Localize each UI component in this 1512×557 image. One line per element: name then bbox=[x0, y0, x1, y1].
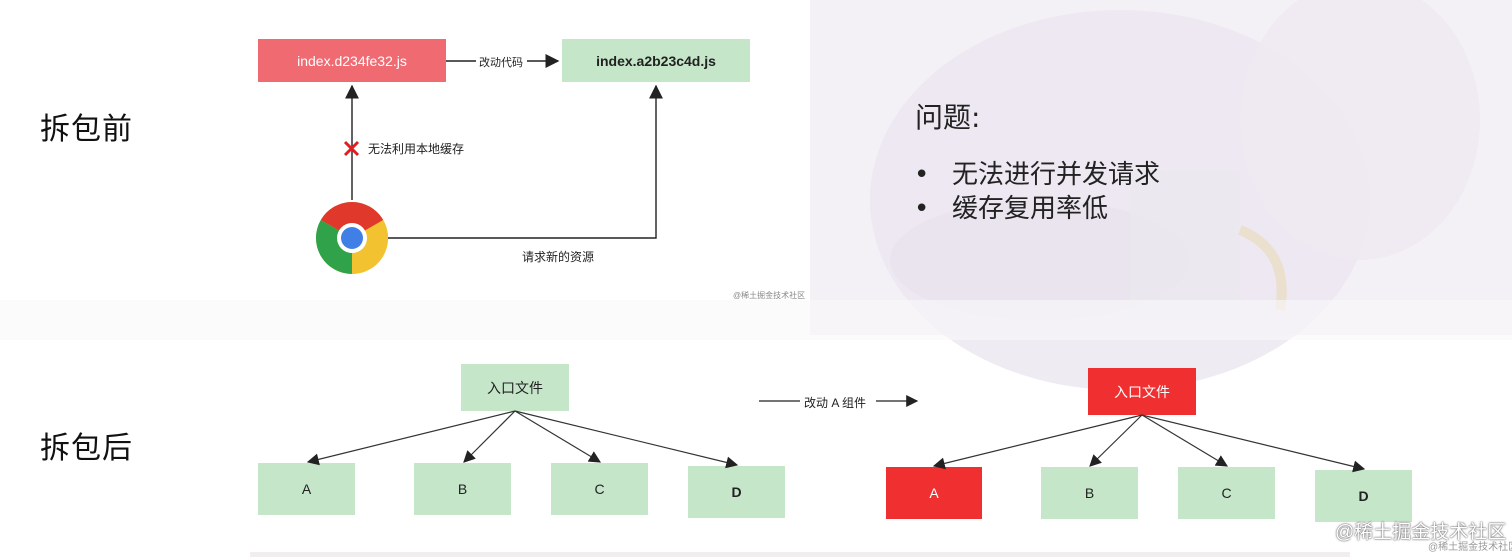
bullet-icon: • bbox=[914, 194, 930, 224]
left-child-b: B bbox=[414, 463, 511, 515]
right-child-b-label: B bbox=[1084, 485, 1095, 501]
left-child-c-label: C bbox=[594, 481, 605, 497]
problem-item-text: 缓存复用率低 bbox=[952, 194, 1109, 224]
chrome-icon bbox=[315, 201, 389, 274]
right-edge-a bbox=[932, 414, 1143, 470]
left-entry-label: 入口文件 bbox=[487, 379, 543, 396]
problems-title: 问题: bbox=[915, 101, 981, 134]
problem-item-2: • 缓存复用率低 bbox=[914, 188, 1108, 225]
credit-watermark: @稀土掘金技术社区 bbox=[1335, 522, 1507, 543]
left-child-a-label: A bbox=[301, 481, 312, 497]
new-bundle-name: index.a2b23c4d.js bbox=[596, 52, 716, 69]
cross-icon bbox=[343, 140, 360, 157]
left-child-a: A bbox=[258, 463, 355, 515]
left-entry-box: 入口文件 bbox=[461, 364, 569, 411]
change-code-label: 改动代码 bbox=[479, 57, 523, 69]
left-edge-b bbox=[463, 410, 516, 463]
right-child-b: B bbox=[1041, 467, 1138, 519]
right-child-a: A bbox=[886, 467, 982, 519]
right-child-a-label: A bbox=[929, 485, 939, 501]
right-edge-c bbox=[1141, 414, 1229, 467]
request-arrow bbox=[388, 84, 663, 239]
left-child-c: C bbox=[551, 463, 648, 515]
right-edge-d bbox=[1141, 414, 1366, 473]
new-bundle-box: index.a2b23c4d.js bbox=[562, 39, 750, 82]
left-edge-c bbox=[514, 410, 602, 463]
after-section-label: 拆包后 bbox=[40, 431, 133, 466]
cache-fail-label: 无法利用本地缓存 bbox=[368, 142, 465, 156]
left-child-b-label: B bbox=[457, 481, 468, 497]
left-child-d-label: D bbox=[731, 484, 742, 500]
right-child-d-label: D bbox=[1358, 488, 1369, 504]
diagram-watermark: @稀土掘金技术社区 bbox=[733, 291, 806, 300]
old-bundle-name: index.d234fe32.js bbox=[297, 52, 407, 69]
left-edge-d bbox=[514, 410, 739, 469]
old-bundle-box: index.d234fe32.js bbox=[258, 39, 446, 82]
credit-watermark-small: @稀土掘金技术社区 bbox=[1428, 542, 1512, 553]
problem-item-text: 无法进行并发请求 bbox=[952, 160, 1161, 190]
right-entry-label: 入口文件 bbox=[1114, 383, 1170, 400]
right-child-c: C bbox=[1178, 467, 1275, 519]
left-child-d: D bbox=[688, 466, 785, 518]
right-edge-b bbox=[1089, 414, 1143, 467]
right-child-c-label: C bbox=[1221, 485, 1232, 501]
change-a-label: 改动 A 组件 bbox=[804, 396, 867, 410]
request-resource-label: 请求新的资源 bbox=[522, 250, 595, 264]
problem-item-1: • 无法进行并发请求 bbox=[914, 154, 1160, 191]
right-child-d: D bbox=[1315, 470, 1412, 522]
bullet-icon: • bbox=[914, 160, 930, 190]
before-section-label: 拆包前 bbox=[40, 112, 133, 147]
right-entry-box: 入口文件 bbox=[1088, 368, 1196, 415]
left-edge-a bbox=[306, 410, 516, 466]
